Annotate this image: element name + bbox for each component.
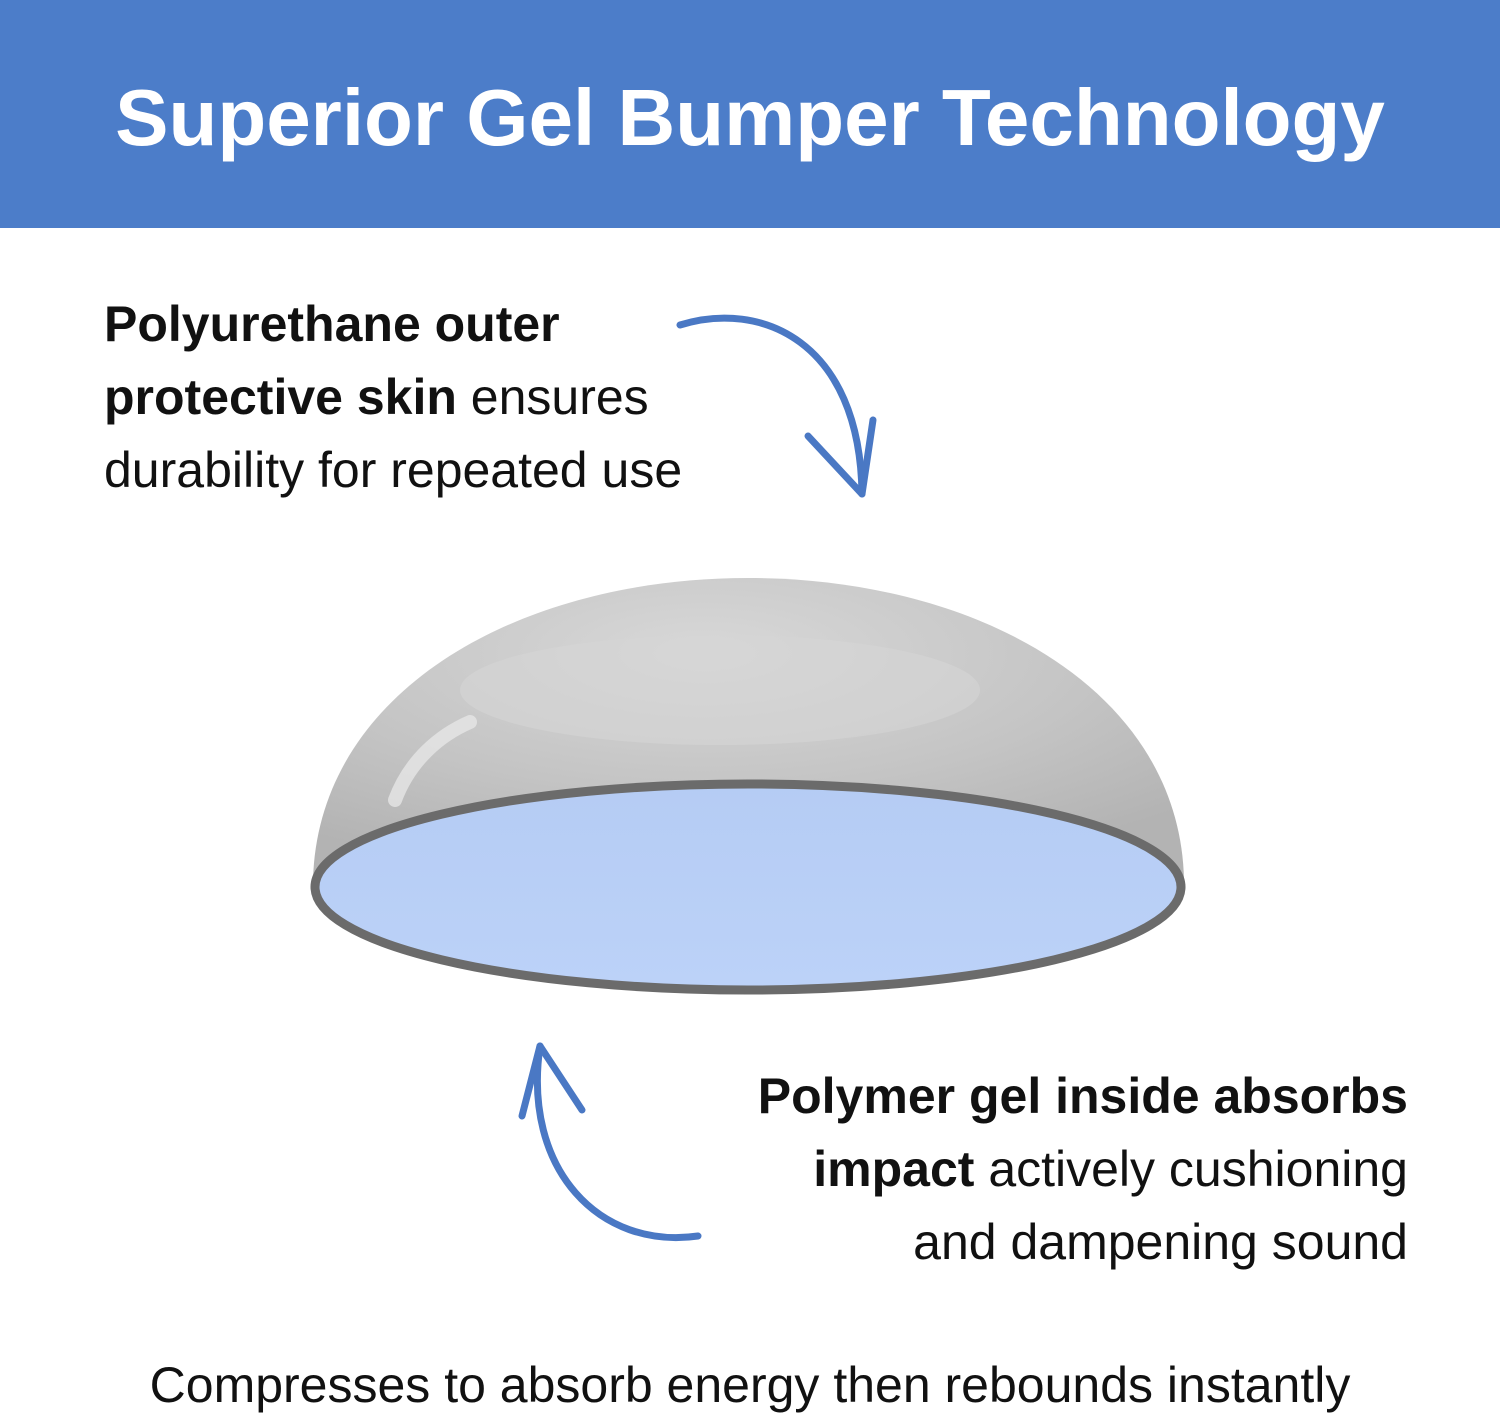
curved-arrow-up-icon	[518, 1042, 702, 1241]
outer-skin-callout-line3: durability for repeated use	[104, 442, 683, 498]
gel-core-callout: Polymer gel inside absorbs impact active…	[628, 1060, 1408, 1279]
gel-bumper-dome-icon	[310, 578, 1186, 995]
gel-base	[310, 779, 1186, 995]
dome-highlight	[460, 635, 980, 745]
gel-core-callout-bold: impact	[813, 1141, 975, 1197]
outer-skin-callout-bold: protective skin	[104, 369, 457, 425]
page-title: Superior Gel Bumper Technology	[115, 73, 1385, 162]
outer-skin-callout-rest: ensures	[456, 369, 649, 425]
gel-core-callout-line1: Polymer gel inside absorbs	[757, 1068, 1408, 1124]
outer-skin-callout: Polyurethane outer protective skin ensur…	[104, 288, 824, 507]
curved-arrow-down-icon	[676, 314, 877, 498]
outer-skin-callout-line2: protective skin ensures	[104, 361, 824, 434]
gel-core-callout-line2: impact actively cushioning	[628, 1133, 1408, 1206]
dome-side-highlight	[388, 715, 477, 807]
gel-core-callout-line3: and dampening sound	[913, 1214, 1408, 1270]
footer-caption: Compresses to absorb energy then rebound…	[149, 1357, 1351, 1413]
gel-core-callout-rest: actively cushioning	[974, 1141, 1408, 1197]
header-banner: Superior Gel Bumper Technology	[0, 0, 1500, 228]
outer-skin-callout-line1: Polyurethane outer	[104, 296, 560, 352]
